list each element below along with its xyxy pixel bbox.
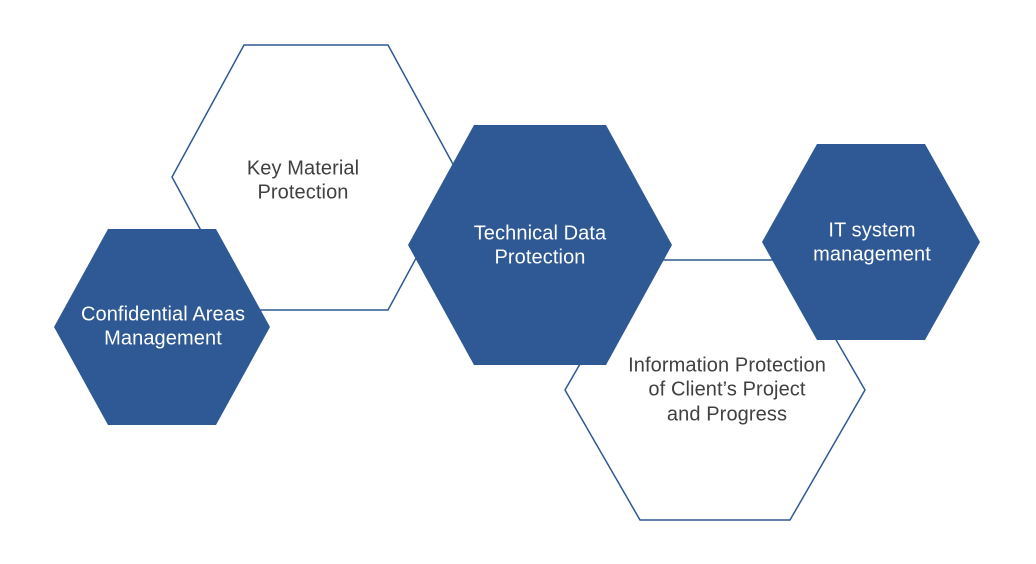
- label-information-protection: Information Protection of Client’s Proje…: [628, 354, 826, 426]
- label-it-system-management: IT system management: [813, 219, 931, 266]
- hexagon-confidential-areas-management: [54, 229, 270, 425]
- label-confidential-areas-management: Confidential Areas Management: [80, 303, 246, 350]
- label-technical-data-protection: Technical Data Protection: [473, 222, 607, 269]
- hexagon-it-system-management: [762, 144, 980, 340]
- hexagon-technical-data-protection: [408, 125, 672, 365]
- label-key-material-protection: Key Material Protection: [246, 157, 360, 204]
